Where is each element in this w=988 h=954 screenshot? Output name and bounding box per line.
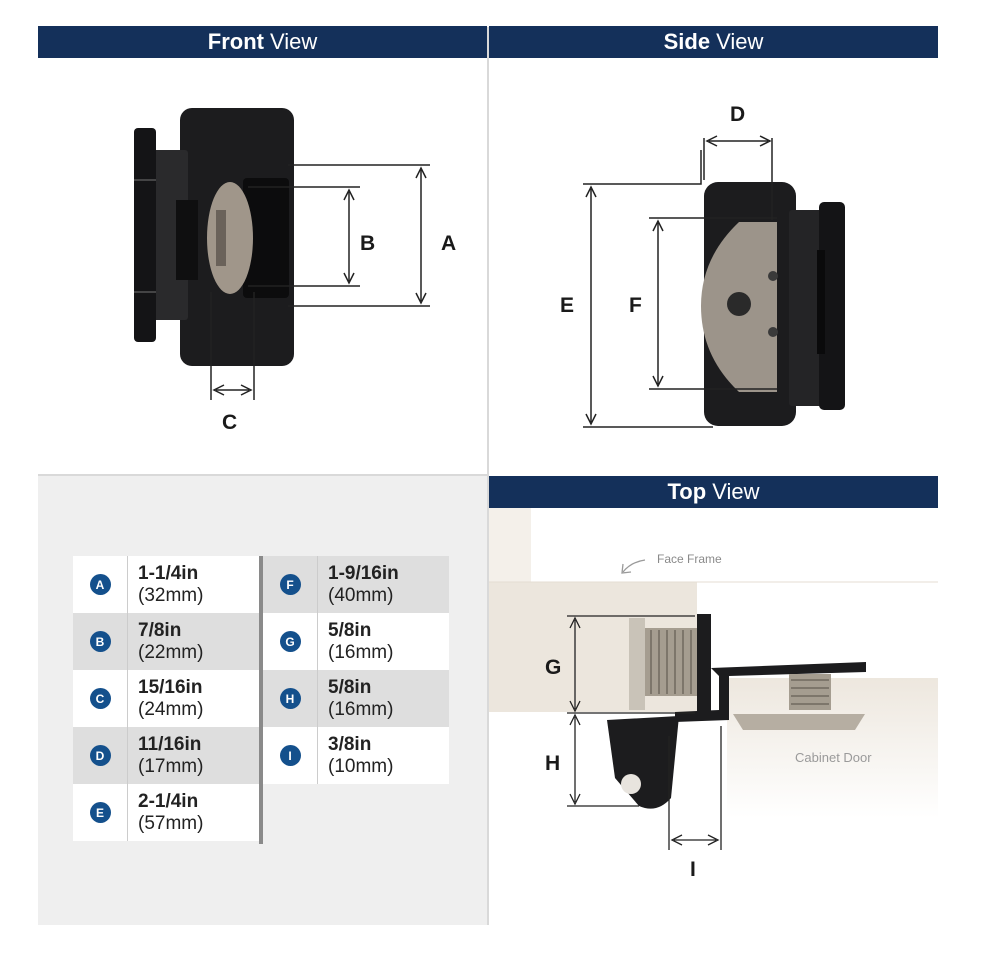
label-a: A xyxy=(441,232,456,255)
side-view-title-bold: Side xyxy=(663,29,711,54)
spec-b-mm: (22mm) xyxy=(138,641,204,663)
hinge-offset-leaf xyxy=(675,662,866,722)
badge-e: E xyxy=(89,802,111,823)
face-frame-arrow-icon xyxy=(622,559,646,573)
hinge-knuckle xyxy=(607,716,679,809)
label-f: F xyxy=(629,294,642,317)
face-frame-label: Face Frame xyxy=(657,552,722,566)
vertical-divider xyxy=(487,27,489,925)
label-b: B xyxy=(360,232,375,255)
side-cam-screw xyxy=(727,292,751,316)
spec-c-mm: (24mm) xyxy=(138,698,204,720)
front-cam-screw xyxy=(207,182,253,294)
spec-row-a: A 1-1/4in(32mm) xyxy=(73,556,259,613)
wall-block xyxy=(489,508,531,582)
spec-g-inch: 5/8in xyxy=(328,619,372,641)
spec-g-mm: (16mm) xyxy=(328,641,394,663)
badge-d: D xyxy=(89,745,111,766)
spec-e-mm: (57mm) xyxy=(138,812,204,834)
spec-a-inch: 1-1/4in xyxy=(138,562,199,584)
label-c: C xyxy=(222,411,237,434)
spec-d-mm: (17mm) xyxy=(138,755,204,777)
spec-row-e: E 2-1/4in(57mm) xyxy=(73,784,259,841)
spec-i-inch: 3/8in xyxy=(328,733,372,755)
front-hinge-barrel xyxy=(134,128,156,342)
badge-b: B xyxy=(89,631,111,652)
badge-g: G xyxy=(279,631,301,652)
spec-row-g: G 5/8in(16mm) xyxy=(263,613,449,670)
spec-h-mm: (16mm) xyxy=(328,698,394,720)
cabinet-door xyxy=(727,678,938,818)
horizontal-divider xyxy=(38,474,487,476)
specs-left-column: A 1-1/4in(32mm) B 7/8in(22mm) C 15/16in(… xyxy=(73,556,259,841)
spec-e-inch: 2-1/4in xyxy=(138,790,199,812)
spec-b-inch: 7/8in xyxy=(138,619,182,641)
spec-f-inch: 1-9/16in xyxy=(328,562,399,584)
spec-row-d: D 11/16in(17mm) xyxy=(73,727,259,784)
spec-i-mm: (10mm) xyxy=(328,755,394,777)
top-view-diagram: Face Frame Cabinet Door G H I xyxy=(489,508,938,881)
label-i: I xyxy=(690,858,696,881)
spec-row-b: B 7/8in(22mm) xyxy=(73,613,259,670)
label-h: H xyxy=(545,752,560,775)
front-view-title-bold: Front xyxy=(207,29,264,54)
side-view-header: Side View xyxy=(489,26,938,58)
front-cam-slot xyxy=(243,178,289,298)
front-view-title-rest: View xyxy=(269,29,318,54)
label-d: D xyxy=(730,103,745,126)
side-view-title-rest: View xyxy=(716,29,764,54)
face-frame-screw xyxy=(645,628,697,696)
spec-a-mm: (32mm) xyxy=(138,584,204,606)
badge-f: F xyxy=(279,574,301,595)
spec-f-mm: (40mm) xyxy=(328,584,394,606)
spec-row-i: I 3/8in(10mm) xyxy=(263,727,449,784)
badge-c: C xyxy=(89,688,111,709)
specs-column-separator xyxy=(259,556,263,844)
hinge-frame-plate xyxy=(697,614,711,712)
top-view-header: Top View xyxy=(489,476,938,508)
label-g: G xyxy=(545,656,561,679)
spec-row-h: H 5/8in(16mm) xyxy=(263,670,449,727)
top-view-title-rest: View xyxy=(712,479,760,504)
spec-row-c: C 15/16in(24mm) xyxy=(73,670,259,727)
badge-a: A xyxy=(89,574,111,595)
front-view-diagram: A B C xyxy=(134,108,456,434)
spec-row-f: F 1-9/16in(40mm) xyxy=(263,556,449,613)
spec-h-inch: 5/8in xyxy=(328,676,372,698)
side-view-diagram: D E F xyxy=(560,103,845,428)
spec-c-inch: 15/16in xyxy=(138,676,203,698)
spec-d-inch: 11/16in xyxy=(138,733,202,755)
badge-i: I xyxy=(279,745,301,766)
top-view-title-bold: Top xyxy=(667,479,707,504)
badge-h: H xyxy=(279,688,301,709)
cabinet-door-label: Cabinet Door xyxy=(795,750,872,765)
side-hinge-barrel xyxy=(819,202,845,410)
side-hinge-leaf xyxy=(789,210,823,406)
specs-right-column: F 1-9/16in(40mm) G 5/8in(16mm) H 5/8in(1… xyxy=(263,556,449,784)
front-view-header: Front View xyxy=(38,26,487,58)
label-e: E xyxy=(560,294,574,317)
